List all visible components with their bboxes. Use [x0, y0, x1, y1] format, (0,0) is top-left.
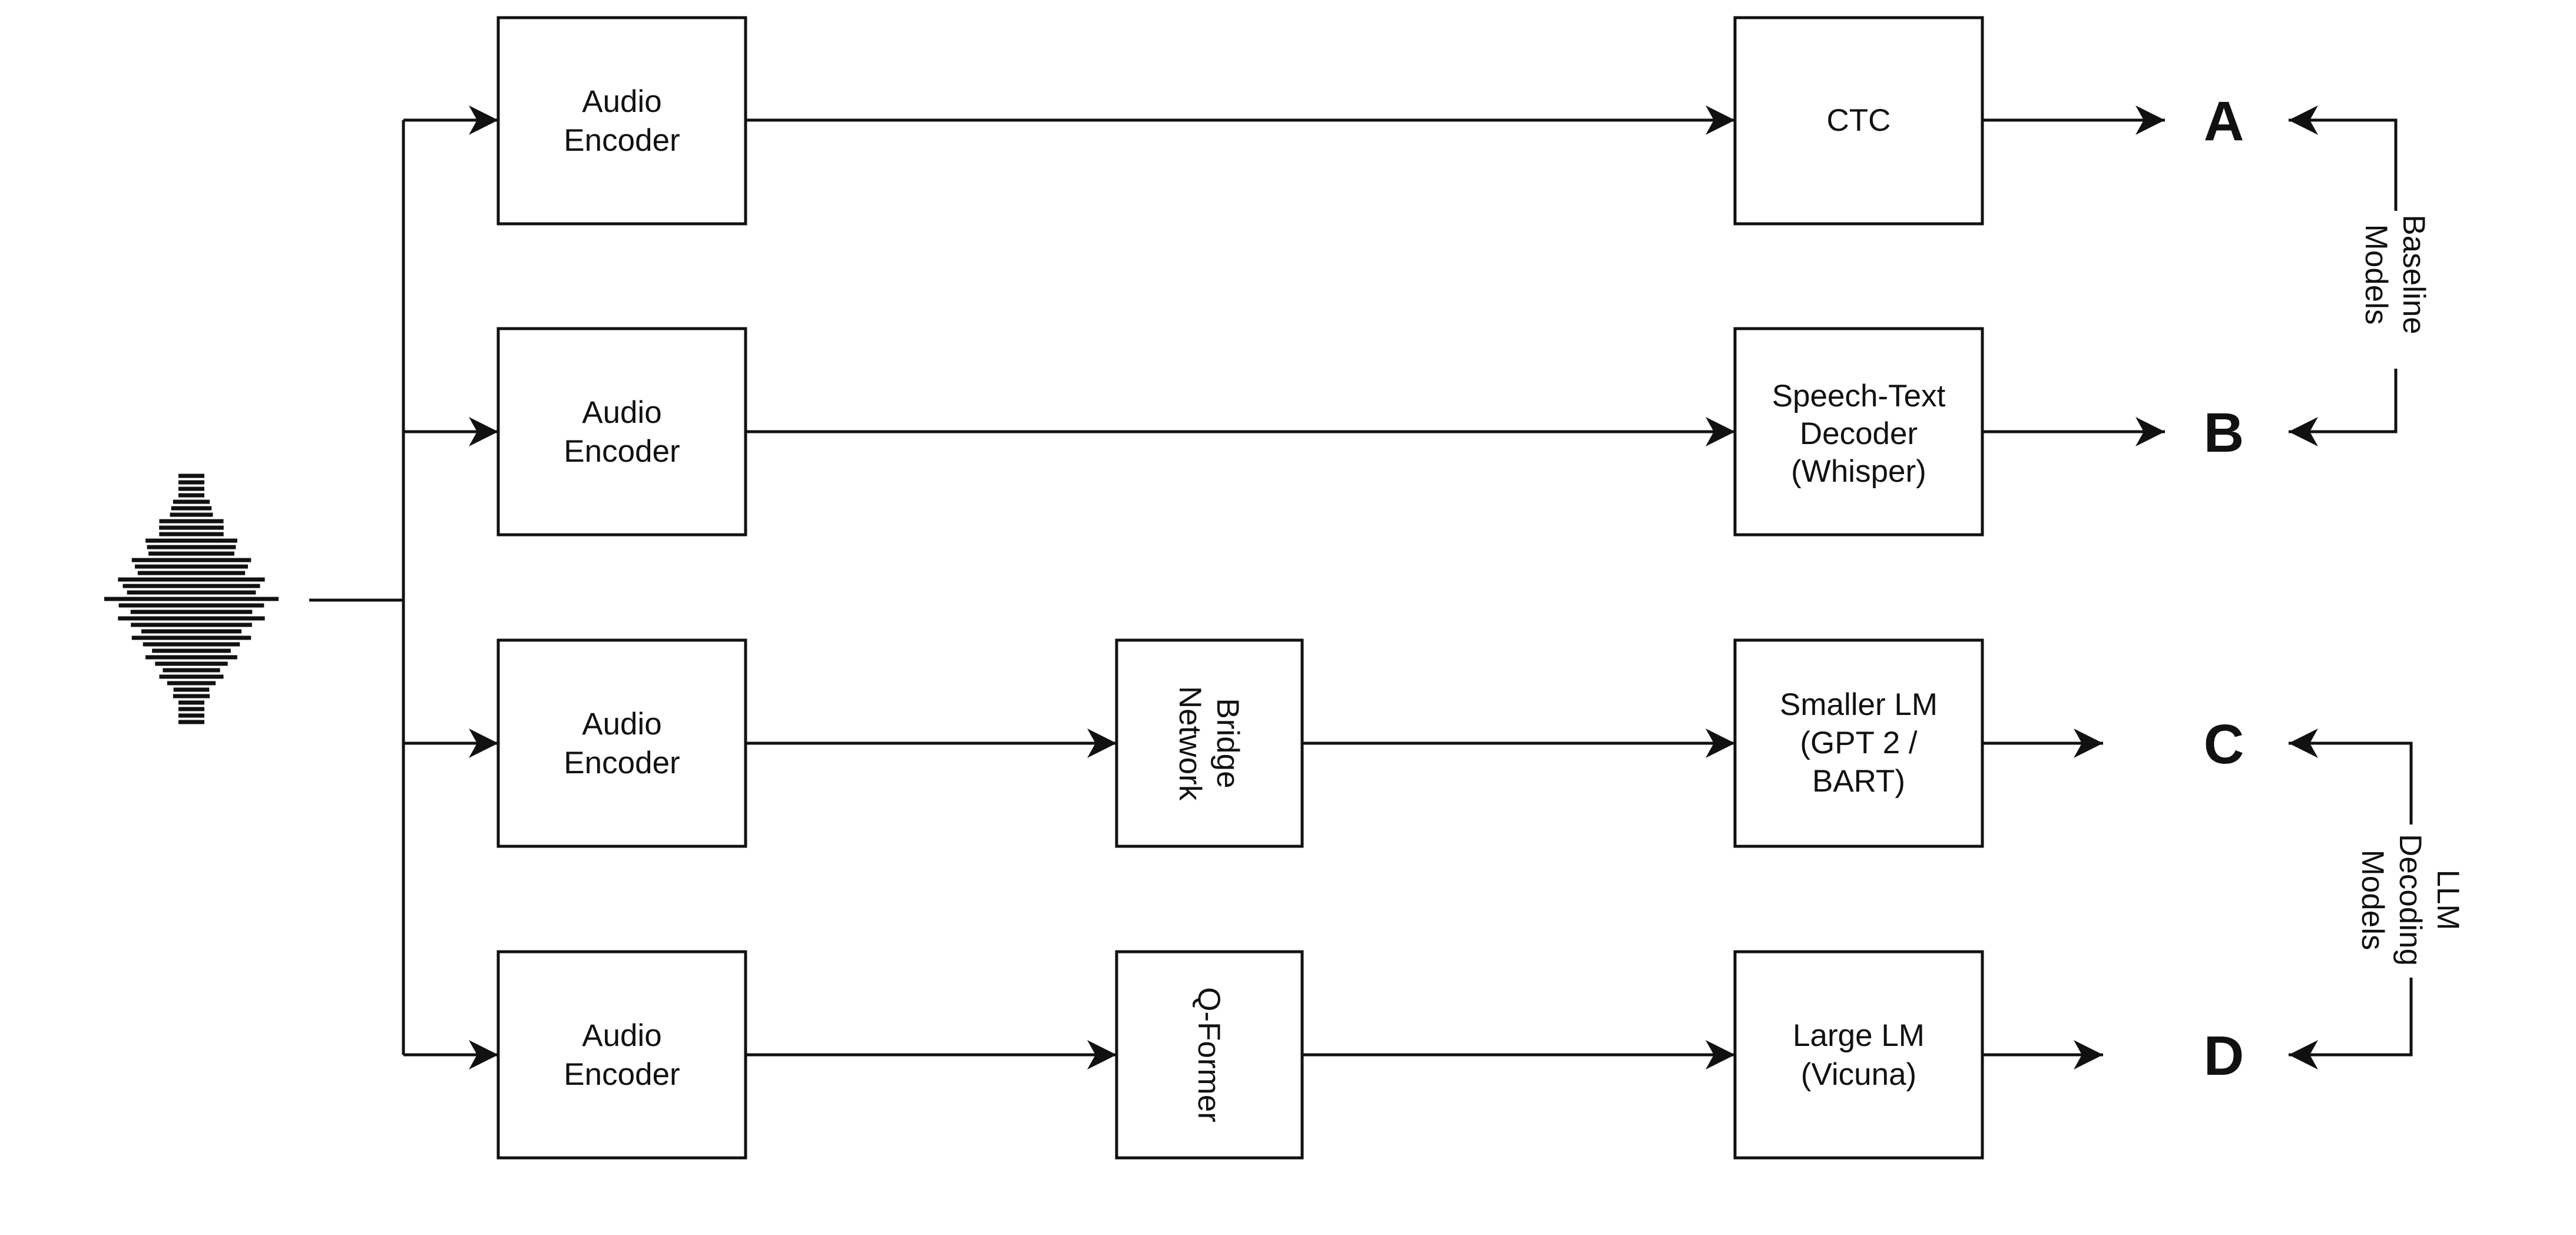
pipeline-a: Audio Encoder CTC A	[496, 16, 2244, 226]
bridge-label: Q-Former	[1191, 987, 1226, 1123]
decoder-label: (Whisper)	[1791, 454, 1926, 489]
audio-encoder-label: Audio	[582, 84, 662, 119]
output-label-a: A	[2204, 90, 2244, 153]
decoder-label: Smaller LM	[1780, 687, 1938, 722]
decoder-label: BART)	[1812, 764, 1905, 799]
decoder-label: Speech-Text	[1772, 379, 1946, 413]
speech-text-decoder-box	[1733, 327, 1984, 537]
audio-encoder-label: Encoder	[564, 746, 680, 780]
output-label-b: B	[2204, 402, 2244, 464]
decoder-label: Large LM	[1793, 1018, 1925, 1053]
audio-encoder-box	[496, 638, 747, 848]
audio-encoder-box	[496, 16, 747, 226]
audio-encoder-box	[496, 327, 747, 537]
llm-decoding-models-label: LLM	[2431, 869, 2465, 930]
bridge-network-box	[1115, 638, 1304, 848]
bridge-label: Network	[1173, 686, 1207, 801]
q-former-box	[1115, 950, 1304, 1160]
llm-decoding-models-bracket: LLM Decoding Models	[2289, 729, 2465, 1070]
audio-encoder-label: Audio	[582, 395, 662, 430]
audio-encoder-label: Encoder	[564, 123, 680, 158]
output-label-d: D	[2204, 1025, 2244, 1087]
decoder-label: (GPT 2 /	[1800, 726, 1918, 760]
audio-encoder-box	[496, 950, 747, 1160]
bridge-label: Bridge	[1210, 698, 1245, 788]
baseline-models-bracket: Baseline Models	[2289, 105, 2431, 446]
audio-encoder-label: Audio	[582, 707, 662, 741]
pipeline-c: Audio Encoder Bridge Network Smaller LM …	[496, 638, 2244, 848]
audio-encoder-label: Encoder	[564, 1057, 680, 1092]
decoder-label: Decoder	[1800, 416, 1918, 451]
decoder-label: CTC	[1827, 103, 1891, 138]
baseline-models-label: Baseline	[2396, 214, 2431, 334]
llm-decoding-models-label: Models	[2355, 850, 2390, 951]
decoder-label: (Vicuna)	[1801, 1057, 1916, 1092]
audio-waveform-icon	[104, 474, 279, 724]
audio-encoder-label: Encoder	[564, 434, 680, 469]
smaller-lm-box	[1733, 638, 1984, 848]
output-label-c: C	[2204, 713, 2244, 776]
audio-encoder-label: Audio	[582, 1018, 662, 1053]
pipeline-d: Audio Encoder Q-Former Large LM (Vicuna)…	[496, 950, 2244, 1160]
large-lm-box	[1733, 950, 1984, 1160]
pipeline-b: Audio Encoder Speech-Text Decoder (Whisp…	[496, 327, 2244, 537]
baseline-models-label: Models	[2359, 224, 2393, 325]
llm-decoding-models-label: Decoding	[2393, 834, 2428, 966]
input-branch-lines	[309, 105, 498, 1070]
